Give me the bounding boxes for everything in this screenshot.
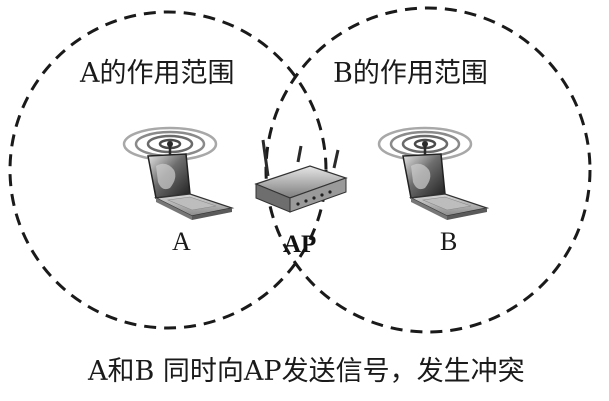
station-b-label: B	[440, 227, 457, 256]
station-a-label: A	[172, 227, 191, 256]
wireless-router-icon	[254, 139, 348, 213]
range-b-label: B的作用范围	[333, 58, 488, 89]
range-a-label: A的作用范围	[79, 58, 235, 89]
laptop-wifi-icon	[122, 126, 234, 222]
range-a-circle	[8, 10, 328, 330]
laptop-wifi-icon	[377, 126, 489, 222]
ap-label: AP	[283, 231, 316, 258]
diagram-caption: A和B 同时向AP发送信号，发生冲突	[87, 356, 525, 387]
